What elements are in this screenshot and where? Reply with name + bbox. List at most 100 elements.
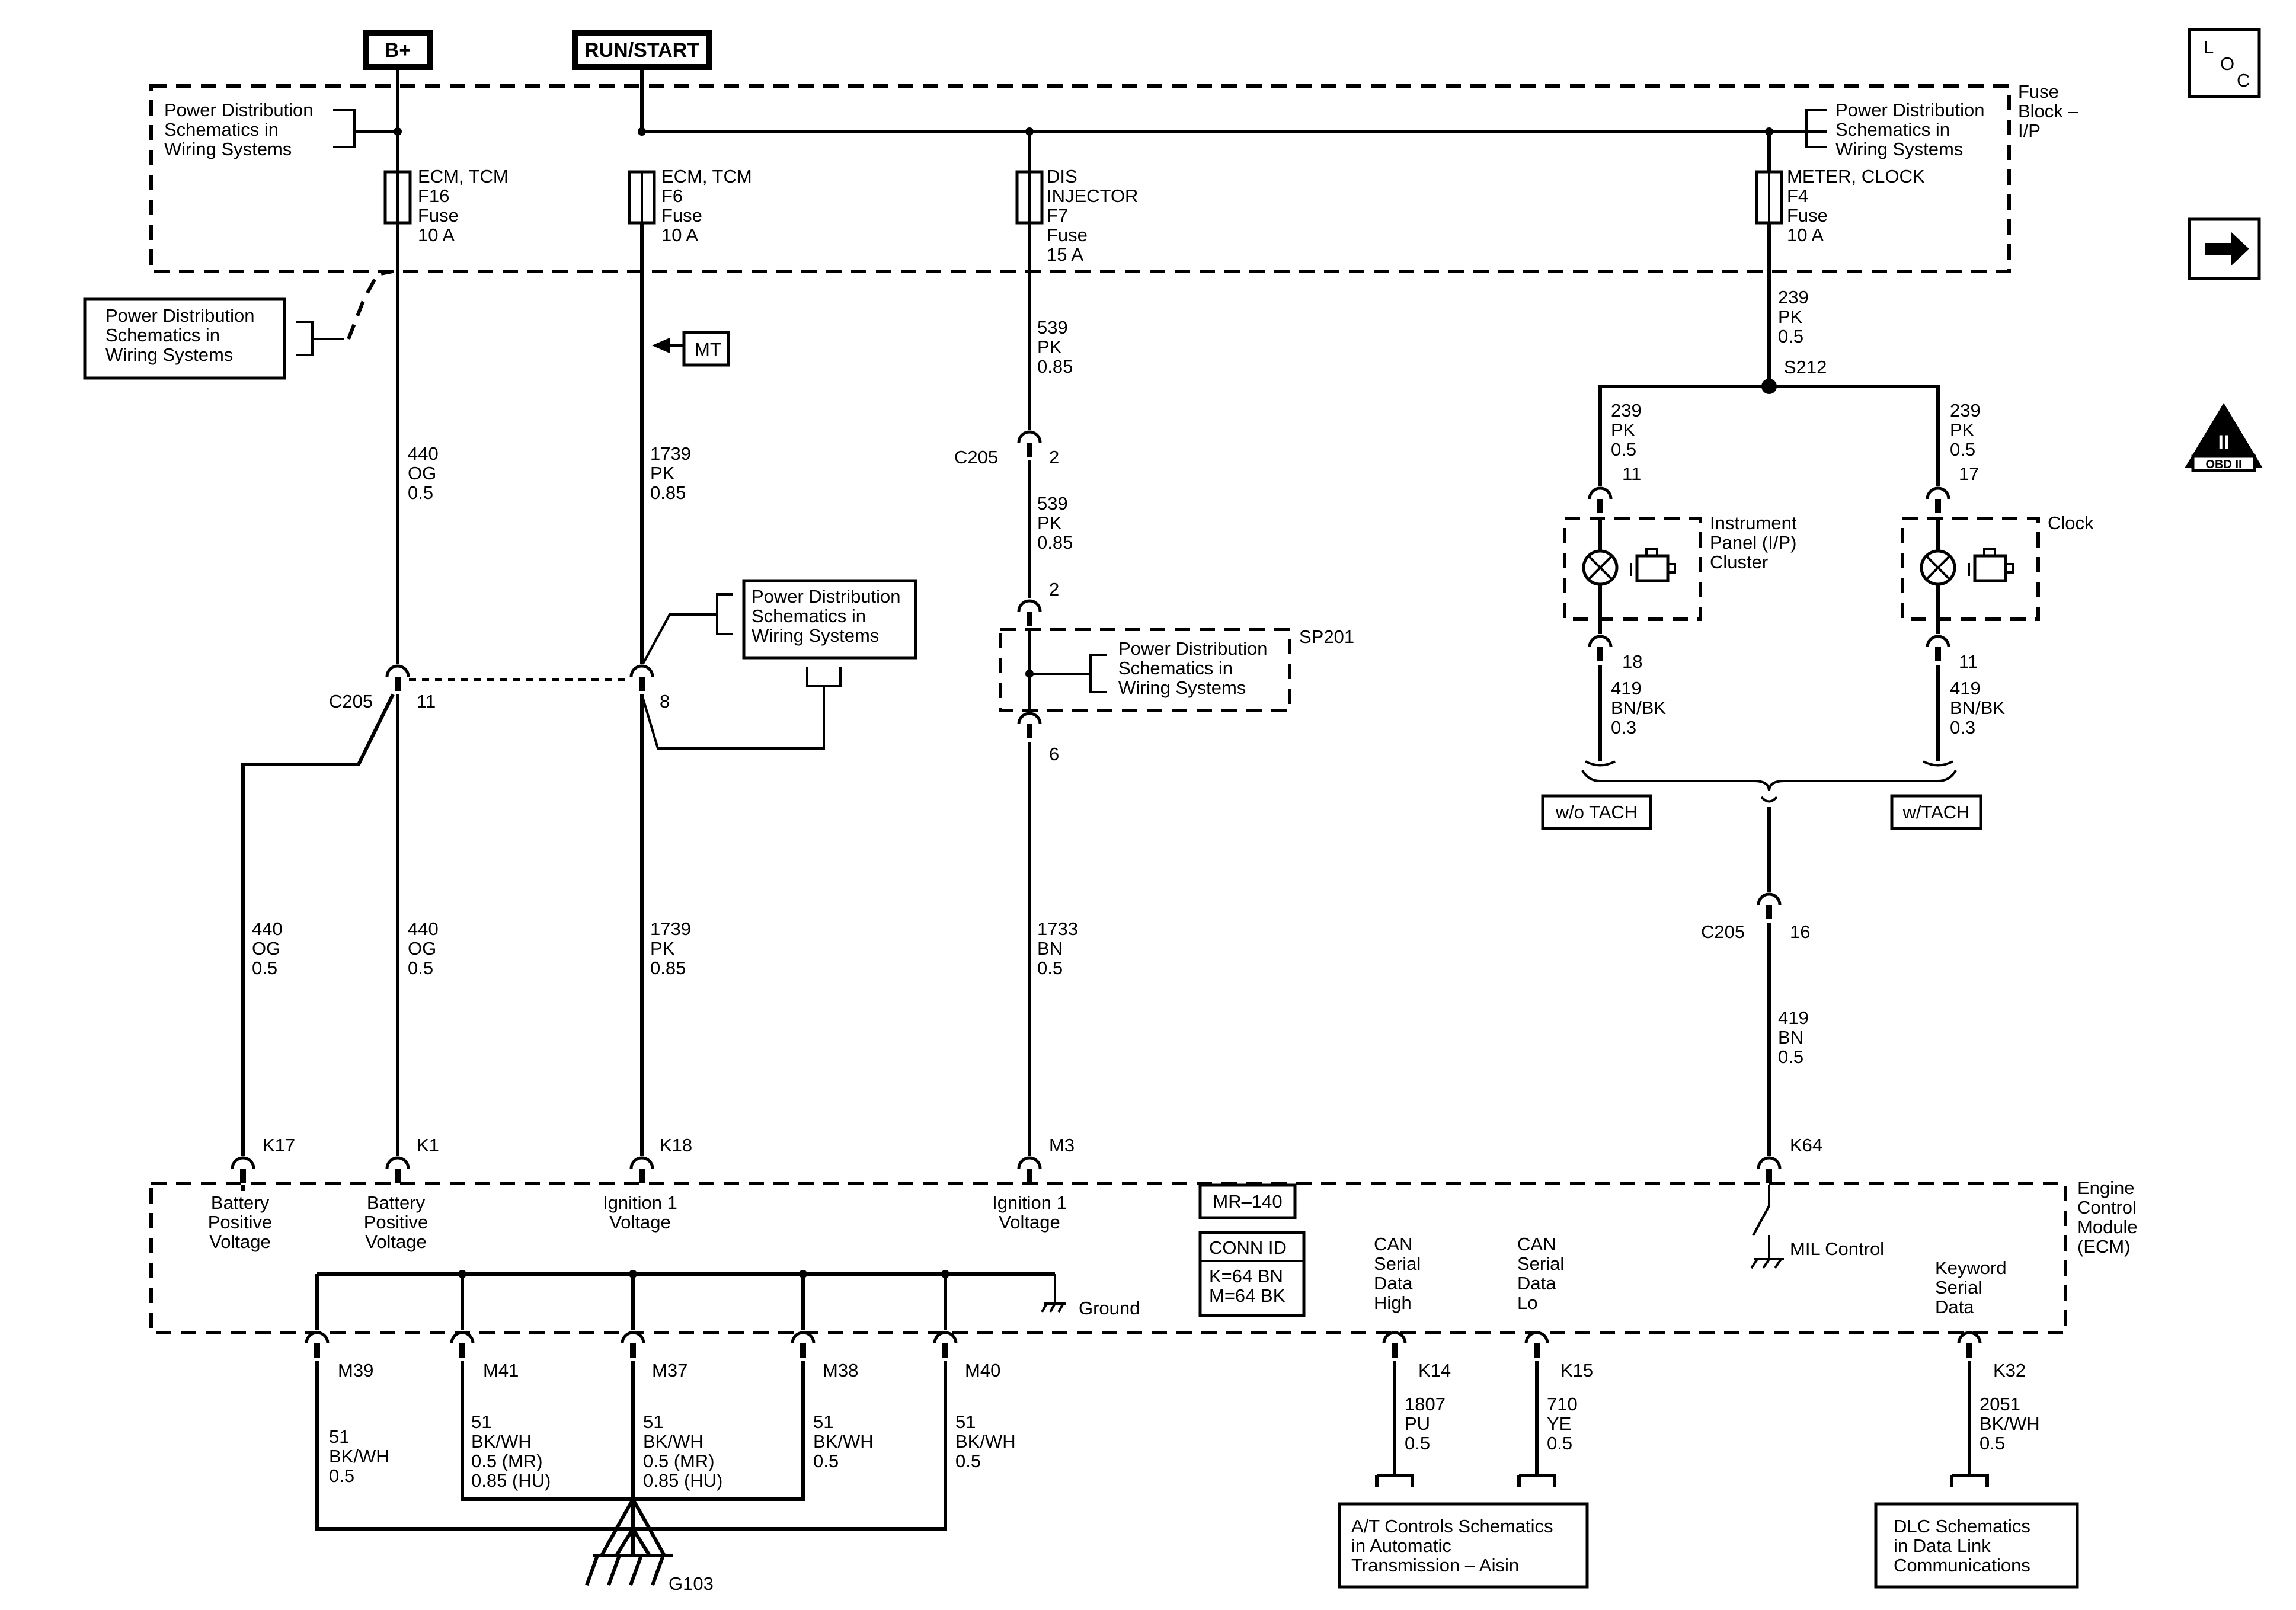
svg-text:1739: 1739 [650,918,691,939]
mt-ref-box [682,331,730,367]
svg-text:Battery: Battery [367,1192,426,1213]
svg-text:51: 51 [955,1411,976,1432]
svg-text:Serial: Serial [1374,1253,1421,1274]
svg-text:M3: M3 [1049,1135,1075,1156]
svg-text:Power Distribution: Power Distribution [1118,638,1268,659]
fuse-block-label-2: Block – [2018,101,2078,121]
svg-text:O: O [2220,53,2234,74]
svg-text:Ignition 1: Ignition 1 [603,1192,677,1213]
svg-text:K1: K1 [417,1135,439,1156]
svg-text:K=64 BN: K=64 BN [1209,1266,1283,1286]
svg-text:PK: PK [1037,337,1062,357]
c205-pin-11-connector [387,666,408,691]
svg-text:SP201: SP201 [1299,626,1354,647]
pds-ref-left-1: Power Distribution [105,305,255,326]
pds-ref-mid-box [742,579,917,660]
svg-text:Power Distribution: Power Distribution [752,586,901,607]
svg-text:M39: M39 [338,1360,373,1381]
svg-text:Positive: Positive [364,1212,428,1233]
svg-text:17: 17 [1959,463,1979,484]
svg-text:Schematics in: Schematics in [1118,658,1233,678]
svg-text:G103: G103 [669,1573,714,1594]
svg-text:10 A: 10 A [661,225,698,245]
wo-tach-option-box [1541,794,1652,830]
svg-text:0.3: 0.3 [1611,717,1636,738]
svg-text:PK: PK [1037,513,1062,533]
svg-text:0.5: 0.5 [1980,1433,2005,1454]
svg-text:539: 539 [1037,493,1068,514]
svg-text:L: L [2204,37,2214,57]
svg-text:0.85 (HU): 0.85 (HU) [643,1470,722,1491]
svg-text:51: 51 [471,1411,491,1432]
ecm-pin-k18 [631,1158,653,1183]
svg-text:DIS: DIS [1047,166,1077,187]
svg-text:1733: 1733 [1037,918,1078,939]
ecm-pin-k15 [1526,1333,1547,1358]
svg-text:Clock: Clock [2048,513,2094,533]
run-start-label: RUN/START [584,39,699,62]
svg-text:51: 51 [329,1426,349,1447]
svg-text:M38: M38 [823,1360,858,1381]
fuse-f7: DIS INJECTOR F7 Fuse 15 A [1015,132,1138,265]
dlc-ref-box [1874,1502,2079,1589]
ecm-pin-m39 [306,1333,328,1358]
svg-text:Ignition 1: Ignition 1 [992,1192,1067,1213]
svg-text:2: 2 [1049,579,1059,600]
svg-text:11: 11 [1622,463,1641,484]
svg-text:BK/WH: BK/WH [643,1431,703,1452]
svg-text:0.5: 0.5 [1037,958,1063,978]
svg-text:Data: Data [1374,1273,1413,1294]
svg-text:419: 419 [1778,1007,1809,1028]
fuse-f4: METER, CLOCK F4 Fuse 10 A [1755,132,1925,245]
svg-text:710: 710 [1547,1394,1578,1414]
svg-text:1739: 1739 [650,443,691,464]
svg-text:Positive: Positive [208,1212,273,1233]
svg-text:OG: OG [252,938,280,959]
c205-pin-8-connector [631,666,653,691]
svg-text:F16: F16 [418,185,449,206]
pds-ref-top-left-1: Power Distribution [164,100,314,120]
right-arrow-icon[interactable] [2188,217,2261,280]
obd-ii-icon[interactable]: OBD II II [2185,403,2263,472]
svg-text:A/T Controls Schematics: A/T Controls Schematics [1351,1516,1553,1537]
pds-ref-top-right-1: Power Distribution [1835,100,1985,120]
svg-text:1807: 1807 [1405,1394,1446,1414]
svg-text:CAN: CAN [1374,1234,1412,1254]
ecm-pin-m3 [1019,1158,1040,1183]
svg-text:10 A: 10 A [1787,225,1824,245]
svg-text:w/TACH: w/TACH [1902,802,1969,822]
c205-label-left: C205 [329,691,373,712]
ecm-pin-m41 [452,1333,473,1358]
svg-text:0.5: 0.5 [1778,1046,1803,1067]
svg-text:METER, CLOCK: METER, CLOCK [1787,166,1925,187]
svg-text:11: 11 [417,691,436,712]
clock-pin-17-connector [1927,488,1949,513]
ecm-pin-k32 [1959,1333,1980,1358]
svg-text:Instrument: Instrument [1710,513,1797,533]
cluster-engine-icon [1630,548,1676,582]
ecm-pin-m38 [792,1333,814,1358]
svg-text:S212: S212 [1784,357,1827,377]
svg-text:2: 2 [1049,447,1059,468]
svg-text:Ground: Ground [1079,1298,1140,1318]
svg-text:11: 11 [1959,651,1978,672]
svg-text:C205: C205 [1701,921,1745,942]
loc-icon[interactable]: L O C [2188,28,2261,98]
svg-text:0.5 (MR): 0.5 (MR) [471,1451,543,1471]
sp201-splice-pack [999,628,1291,712]
svg-text:0.5: 0.5 [955,1451,981,1471]
svg-text:in Data Link: in Data Link [1894,1535,1991,1556]
svg-text:BK/WH: BK/WH [1980,1413,2040,1434]
svg-text:C: C [2237,70,2250,91]
svg-text:0.5: 0.5 [813,1451,839,1471]
svg-text:239: 239 [1611,400,1642,421]
svg-text:6: 6 [1049,744,1059,764]
pds-ref-top-right-3: Wiring Systems [1835,139,1963,159]
svg-text:K18: K18 [660,1135,692,1156]
svg-text:0.85: 0.85 [1037,356,1073,377]
clock-outline [1901,517,2040,621]
clock-pin-11-connector [1927,636,1949,661]
svg-text:II: II [2218,431,2230,454]
fuse-block-outline [149,84,2011,273]
